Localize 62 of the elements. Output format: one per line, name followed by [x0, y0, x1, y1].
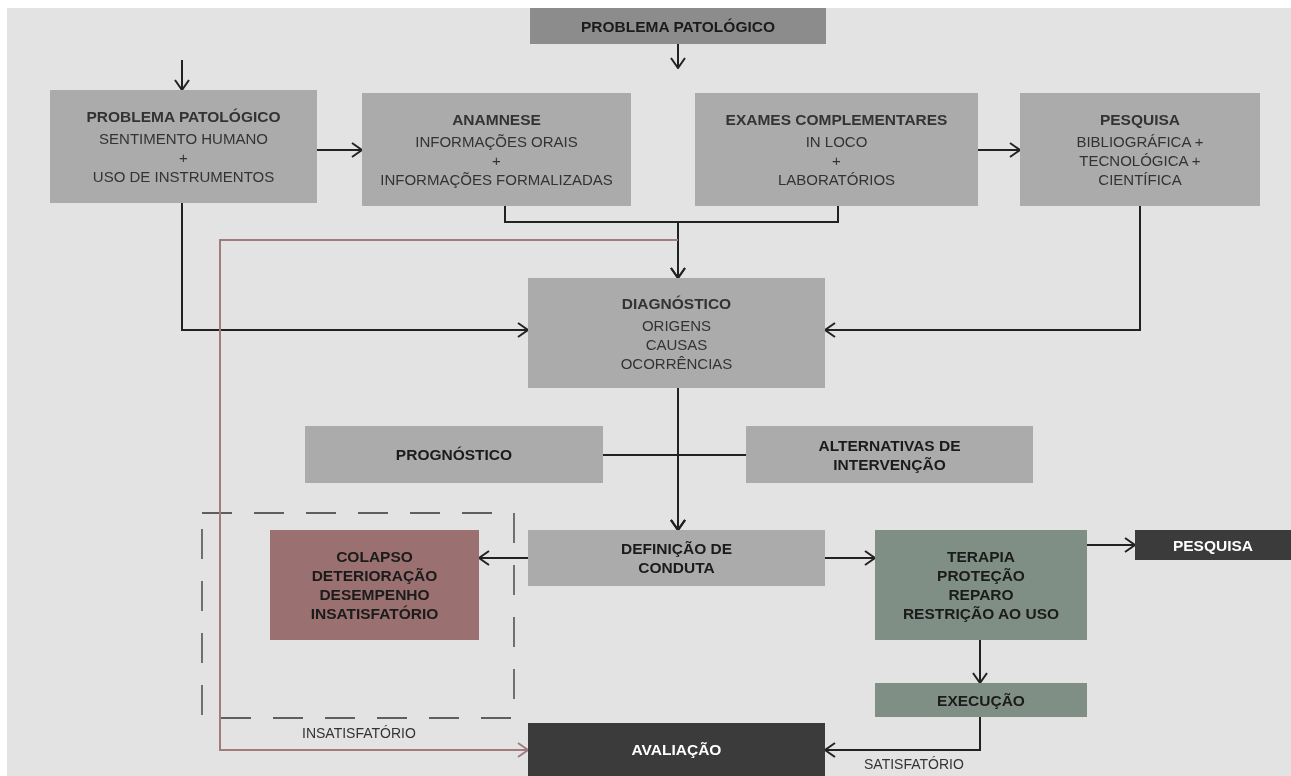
node-text: IN LOCO [805, 132, 868, 151]
connector [670, 205, 839, 279]
node-heading: REPARO [948, 585, 1014, 604]
arrow [219, 239, 679, 758]
connector [977, 142, 1021, 158]
edge-label: SATISFATÓRIO [862, 756, 966, 772]
node-heading: PROGNÓSTICO [395, 445, 513, 464]
process-box [362, 93, 631, 206]
process-box [1020, 93, 1260, 206]
node-heading: RESTRIÇÃO AO USO [902, 604, 1060, 623]
process-box [746, 426, 1033, 483]
process-box [875, 683, 1087, 717]
node-text: LABORATÓRIOS [777, 170, 896, 189]
node-text: + [492, 151, 501, 170]
connector [670, 454, 747, 531]
process-box [1135, 530, 1291, 560]
node-heading: COLAPSO [336, 547, 413, 566]
process-box [305, 426, 603, 483]
node-text: ORIGENS [641, 315, 712, 335]
node-heading: AVALIAÇÃO [631, 740, 722, 759]
node-text: INFORMAÇÕES FORMALIZADAS [380, 170, 613, 189]
connector [181, 202, 529, 338]
node-heading: EXAMES COMPLEMENTARES [725, 110, 948, 129]
node-text: OCORRÊNCIAS [620, 353, 733, 373]
node-text: + [832, 151, 841, 170]
node-text: USO DE INSTRUMENTOS [92, 167, 275, 186]
arrow [174, 59, 190, 91]
node-heading: DESEMPENHO INSATISFATÓRIO [309, 585, 440, 623]
node-heading: DEFINIÇÃO DE CONDUTA [619, 539, 734, 577]
connector [316, 142, 363, 158]
node-text: SENTIMENTO HUMANO [99, 129, 268, 148]
connector [824, 716, 981, 758]
node-heading: PROTEÇÃO [937, 566, 1025, 585]
connector [824, 550, 876, 566]
node-heading: DETERIORAÇÃO [311, 566, 438, 585]
process-box [695, 93, 978, 206]
node-heading: DIAGNÓSTICO [621, 293, 732, 313]
connector [478, 550, 529, 566]
connector [972, 639, 988, 684]
node-text: BIBLIOGRÁFICA + TECNOLÓGICA + CIENTÍFICA [1075, 132, 1205, 189]
connector [824, 205, 1141, 338]
arrow [670, 43, 686, 69]
node-heading: PESQUISA [1172, 535, 1254, 555]
node-text: + [179, 148, 188, 167]
process-box [530, 8, 826, 44]
node-heading: PESQUISA [1099, 110, 1181, 129]
process-box [528, 278, 825, 388]
node-text: CAUSAS [645, 334, 708, 354]
node-heading: PROBLEMA PATOLÓGICO [580, 16, 775, 36]
outcome-box [270, 530, 479, 640]
node-heading: ALTERNATIVAS DE INTERVENÇÃO [817, 435, 962, 474]
process-box [50, 90, 317, 203]
process-box [528, 530, 825, 586]
edge-label: INSATISFATÓRIO [300, 725, 418, 741]
node-text: INFORMAÇÕES ORAIS [415, 132, 578, 151]
node-heading: TERAPIA [946, 547, 1015, 566]
node-heading: PROBLEMA PATOLÓGICO [86, 107, 281, 126]
process-box [875, 530, 1087, 640]
process-box [528, 723, 825, 776]
node-heading: EXECUÇÃO [937, 690, 1025, 710]
connector [1086, 537, 1136, 553]
node-heading: ANAMNESE [452, 110, 541, 129]
